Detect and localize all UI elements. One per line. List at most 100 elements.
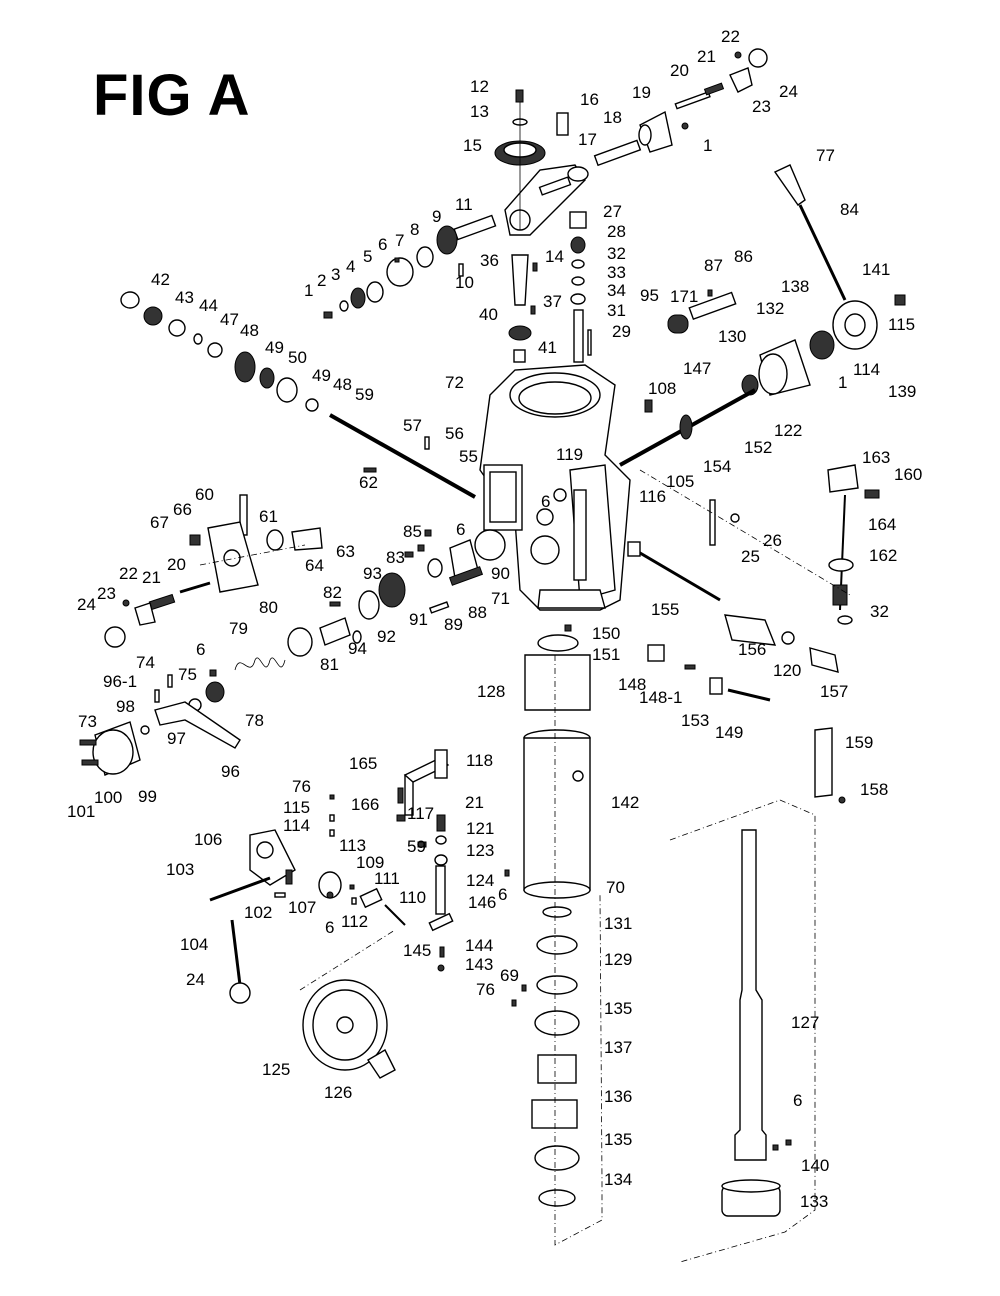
callout-153: 153 [681, 711, 709, 730]
callout-6: 6 [541, 492, 550, 511]
callout-24: 24 [186, 970, 205, 989]
callout-158: 158 [860, 780, 888, 799]
callout-135: 135 [604, 999, 632, 1018]
callout-114: 114 [283, 816, 310, 835]
callout-6: 6 [456, 520, 465, 539]
callout-131: 131 [604, 914, 632, 933]
callout-133: 133 [800, 1192, 828, 1211]
callout-18: 18 [603, 108, 622, 127]
callout-11: 11 [455, 195, 473, 214]
callout-127: 127 [791, 1013, 819, 1032]
callout-134: 134 [604, 1170, 632, 1189]
callout-3: 3 [331, 265, 340, 284]
callout-156: 156 [738, 640, 766, 659]
callout-142: 142 [611, 793, 639, 812]
callout-91: 91 [409, 610, 428, 629]
callout-107: 107 [288, 898, 316, 917]
callout-81: 81 [320, 655, 339, 674]
callout-1: 1 [703, 136, 712, 155]
callout-93: 93 [363, 564, 382, 583]
callout-69: 69 [500, 966, 519, 985]
callout-92: 92 [377, 627, 396, 646]
callout-59: 59 [407, 837, 426, 856]
callout-42: 42 [151, 270, 170, 289]
callout-20: 20 [167, 555, 186, 574]
callout-64: 64 [305, 556, 324, 575]
callout-76: 76 [292, 777, 311, 796]
callout-155: 155 [651, 600, 679, 619]
callout-28: 28 [607, 222, 626, 241]
callout-44: 44 [199, 296, 218, 315]
callout-157: 157 [820, 682, 848, 701]
callout-128: 128 [477, 682, 505, 701]
callout-154: 154 [703, 457, 731, 476]
callout-48: 48 [333, 375, 352, 394]
callout-87: 87 [704, 256, 723, 275]
callout-171: 171 [670, 287, 698, 306]
callout-labels: 1213151617181920212223241778414113811513… [67, 27, 922, 1211]
callout-49: 49 [312, 366, 331, 385]
callout-96: 96 [221, 762, 240, 781]
callout-117: 117 [407, 804, 434, 823]
top-gear-housing [494, 89, 589, 236]
figure-title: FIG A [93, 63, 251, 128]
callout-132: 132 [756, 299, 784, 318]
callout-148: 148 [618, 675, 646, 694]
callout-147: 147 [683, 359, 711, 378]
callout-22: 22 [119, 564, 138, 583]
callout-5: 5 [363, 247, 372, 266]
callout-144: 144 [465, 936, 493, 955]
callout-23: 23 [752, 97, 771, 116]
callout-165: 165 [349, 754, 377, 773]
callout-77: 77 [816, 146, 835, 165]
callout-139: 139 [888, 382, 916, 401]
callout-67: 67 [150, 513, 169, 532]
callout-160: 160 [894, 465, 922, 484]
callout-112: 112 [341, 912, 368, 931]
callout-6: 6 [498, 885, 507, 904]
callout-122: 122 [774, 421, 802, 440]
callout-151: 151 [592, 645, 620, 664]
callout-118: 118 [466, 751, 493, 770]
callout-100: 100 [94, 788, 122, 807]
callout-80: 80 [259, 598, 278, 617]
callout-21: 21 [697, 47, 716, 66]
callout-37: 37 [543, 292, 562, 311]
callout-32: 32 [607, 244, 626, 263]
callout-1: 1 [838, 373, 847, 392]
callout-164: 164 [868, 515, 896, 534]
top-right-shaft-assembly [593, 48, 768, 167]
callout-74: 74 [136, 653, 155, 672]
callout-114: 114 [853, 360, 880, 379]
callout-22: 22 [721, 27, 740, 46]
fine-feed-parts [188, 494, 484, 712]
callout-162: 162 [869, 546, 897, 565]
callout-143: 143 [465, 955, 493, 974]
callout-110: 110 [399, 888, 426, 907]
callout-79: 79 [229, 619, 248, 638]
callout-85: 85 [403, 522, 422, 541]
callout-15: 15 [463, 136, 482, 155]
callout-62: 62 [359, 473, 378, 492]
callout-106: 106 [194, 830, 222, 849]
right-side-parts [709, 464, 880, 625]
callout-145: 145 [403, 941, 431, 960]
callout-21: 21 [465, 793, 484, 812]
callout-115: 115 [283, 798, 310, 817]
callout-36: 36 [480, 251, 499, 270]
callout-129: 129 [604, 950, 632, 969]
callout-97: 97 [167, 729, 186, 748]
callout-99: 99 [138, 787, 157, 806]
callout-23: 23 [97, 584, 116, 603]
callout-6: 6 [196, 640, 205, 659]
quill-drive-parts [508, 211, 592, 363]
callout-86: 86 [734, 247, 753, 266]
callout-135: 135 [604, 1130, 632, 1149]
callout-115: 115 [888, 315, 915, 334]
callout-152: 152 [744, 438, 772, 457]
callout-72: 72 [445, 373, 464, 392]
callout-14: 14 [545, 247, 564, 266]
callout-57: 57 [403, 416, 422, 435]
feed-lever-assembly [619, 164, 906, 467]
callout-149: 149 [715, 723, 743, 742]
